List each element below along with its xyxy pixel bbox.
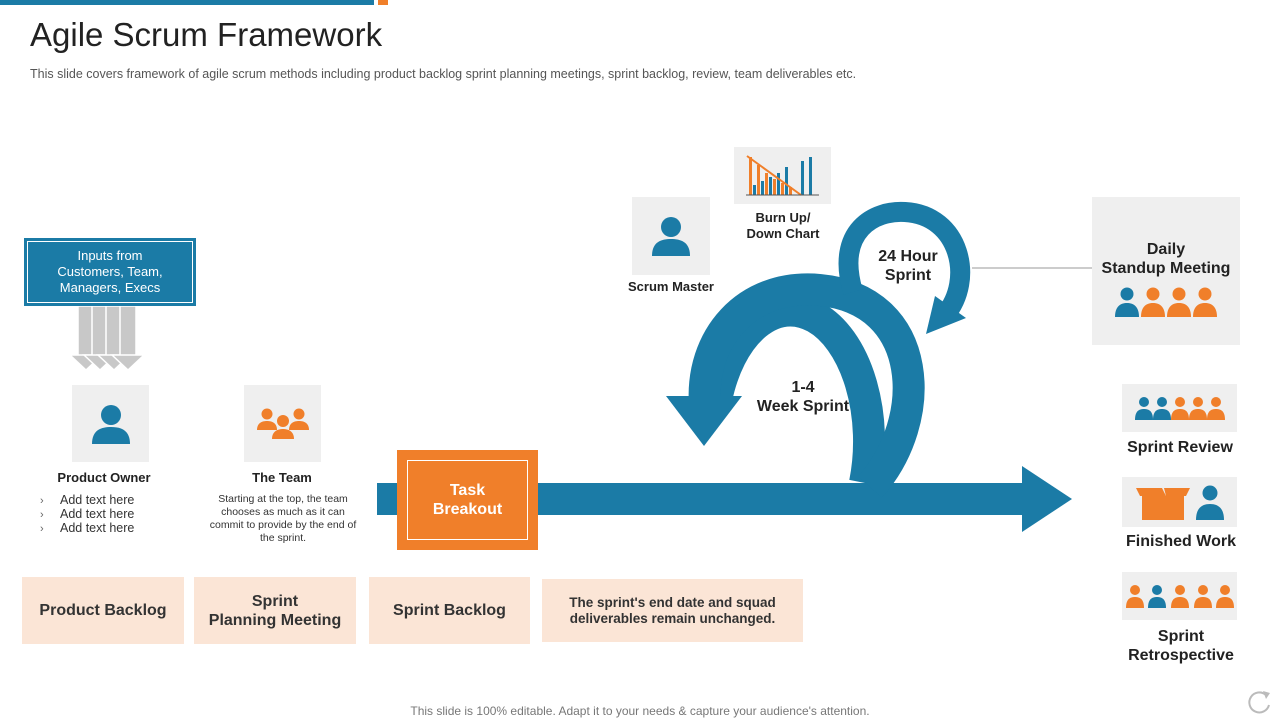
bullet-item: › Add text here: [40, 521, 134, 535]
sprint-backlog-box: Sprint Backlog: [369, 577, 530, 644]
refresh-icon: [1248, 691, 1270, 714]
task-breakout-box: Task Breakout: [397, 450, 538, 550]
top-accent-bar-blue: [0, 0, 374, 5]
finished-work-label: Finished Work: [1126, 533, 1236, 550]
bullet-text: Add text here: [60, 493, 135, 507]
sprint-review-label: Sprint Review: [1127, 439, 1233, 456]
team-icon-box: [244, 385, 321, 462]
sprint-review-icon-box: [1122, 384, 1237, 432]
product-backlog-box: Product Backlog: [22, 577, 184, 644]
team-icon: [256, 408, 309, 439]
product-owner-bullets: › Add text here › Add text here › Add text …: [40, 493, 134, 535]
scrum-master-label: Scrum Master: [628, 279, 714, 294]
sprint-note-box: The sprint's end date and squad delivera…: [542, 579, 803, 642]
group-icon: [1115, 287, 1217, 317]
sprint-planning-label: Sprint Planning Meeting: [208, 592, 342, 629]
top-accent-bar-orange: [378, 0, 388, 5]
person-icon: [91, 404, 130, 444]
week-sprint-loop: [700, 294, 886, 487]
day-sprint-arrowhead: [926, 296, 966, 334]
bullet-item: › Add text here: [40, 507, 134, 521]
group-icon: [1125, 585, 1234, 608]
product-owner-label: Product Owner: [57, 470, 151, 485]
scrum-master-icon-box: [632, 197, 710, 275]
person-icon: [652, 217, 690, 256]
week-sprint-arrowhead: [666, 396, 742, 446]
product-backlog-label: Product Backlog: [39, 601, 167, 619]
inputs-box: Inputs from Customers, Team, Managers, E…: [24, 238, 196, 306]
bullet-item: › Add text here: [40, 493, 134, 507]
team-label: The Team: [252, 470, 312, 485]
chevron-right-icon: ›: [40, 509, 44, 521]
sprint-backlog-label: Sprint Backlog: [393, 601, 506, 619]
burn-chart-icon-box: [734, 147, 831, 204]
page-subtitle: This slide covers framework of agile scr…: [30, 67, 857, 81]
daily-standup-label: Daily Standup Meeting: [1101, 241, 1231, 277]
inputs-box-text: Inputs from Customers, Team, Managers, E…: [27, 241, 193, 303]
chevron-right-icon: ›: [40, 495, 44, 507]
main-sprint-arrow: [377, 466, 1072, 532]
product-owner-icon-box: [72, 385, 149, 462]
burn-chart-label: Burn Up/ Down Chart: [746, 210, 820, 241]
finished-work-icon-box: [1122, 477, 1237, 527]
bar-chart-icon: [745, 154, 819, 196]
sprint-planning-box: Sprint Planning Meeting: [194, 577, 356, 644]
footer-note: This slide is 100% editable. Adapt it to…: [410, 704, 870, 718]
box-icon: [1135, 485, 1224, 520]
chevron-right-icon: ›: [40, 523, 44, 535]
group-icon: [1134, 397, 1225, 420]
sprint-note-text: The sprint's end date and squad delivera…: [569, 594, 776, 626]
week-sprint-loop-arc: [688, 273, 925, 498]
input-arrows: [68, 305, 146, 372]
sprint-retro-icon-box: [1122, 572, 1237, 620]
page-title: Agile Scrum Framework: [30, 16, 383, 53]
day-sprint-loop-arc: [838, 201, 971, 322]
day-sprint-label: 24 Hour Sprint: [878, 248, 938, 284]
team-description: Starting at the top, the team chooses as…: [209, 493, 357, 544]
daily-standup-box: Daily Standup Meeting: [1092, 197, 1240, 345]
bullet-text: Add text here: [60, 521, 135, 535]
task-breakout-label: Task Breakout: [407, 460, 528, 540]
bullet-text: Add text here: [60, 507, 135, 521]
week-sprint-label: 1-4 Week Sprint: [756, 379, 850, 415]
sprint-retro-label: Sprint Retrospective: [1128, 628, 1234, 664]
